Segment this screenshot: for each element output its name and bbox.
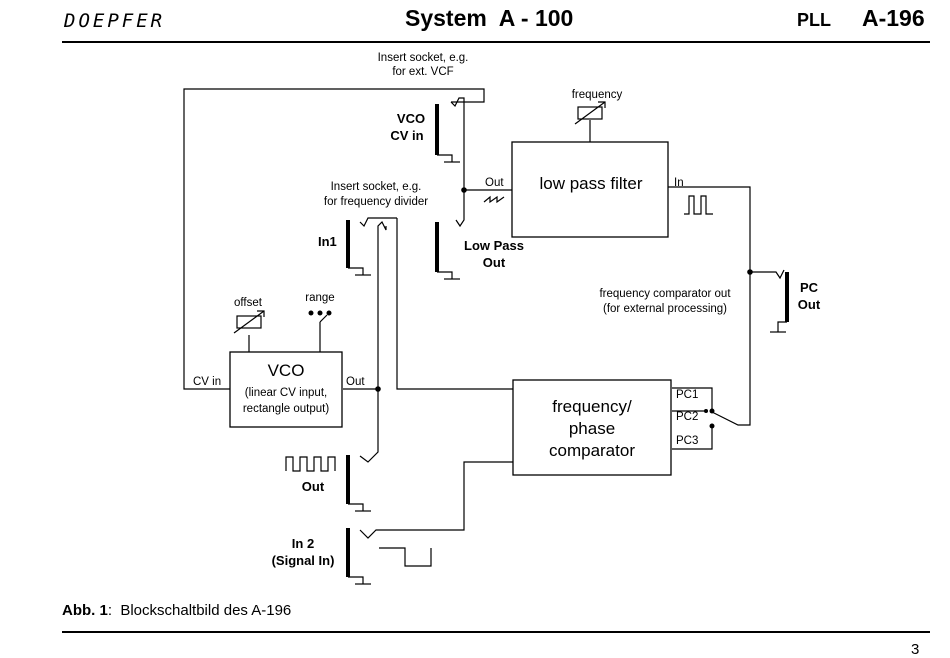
pc-selector: [704, 408, 715, 429]
insert-divider-line2: for frequency divider: [324, 196, 428, 208]
pc-out-label-1: PC: [800, 280, 819, 295]
page-subtitle: PLL: [797, 10, 831, 30]
wire-cv-feedback: [183, 88, 485, 390]
lpf-in-label: In: [674, 177, 684, 189]
low-pass-out-label-1: Low Pass: [464, 238, 524, 253]
pc-out-label-2: Out: [798, 297, 821, 312]
vco-cv-in-label-1: VCO: [397, 111, 425, 126]
insert-vcf-line2: for ext. VCF: [392, 66, 453, 78]
range-label: range: [305, 292, 334, 304]
lpf-block: [511, 141, 669, 238]
wire-pc3: [672, 428, 713, 450]
lpf-title: low pass filter: [540, 174, 643, 193]
in2-label-2: (Signal In): [272, 553, 335, 568]
wire-vco-insert: [377, 220, 387, 389]
frequency-pot-label: frequency: [572, 89, 623, 101]
offset-pot: [233, 310, 265, 334]
pc-out-jack: [770, 272, 789, 333]
jacks: [346, 104, 789, 585]
caption-text: : Blockschaltbild des A-196: [107, 602, 292, 619]
low-pass-out-jack: [435, 222, 460, 280]
model-number: A-196: [862, 5, 925, 31]
wire-lpf-in: [668, 186, 751, 272]
wire-pc-out: [750, 269, 785, 280]
in2-jack: [346, 528, 371, 585]
vco-cv-in-label-2: CV in: [390, 128, 423, 143]
frequency-pot: [574, 101, 606, 125]
sawtooth-wave: [483, 195, 505, 204]
offset-label: offset: [234, 297, 263, 309]
brand-logo: DOEPFER: [64, 10, 166, 32]
lpf-out-label: Out: [485, 177, 504, 189]
insert-divider-line1: Insert socket, e.g.: [331, 181, 422, 193]
header-rule: [62, 41, 930, 43]
out-label: Out: [302, 479, 325, 494]
range-switch: [308, 310, 332, 323]
vco-cv-in-port: CV in: [193, 376, 221, 388]
vco-sub-2: rectangle output): [243, 403, 329, 415]
in2-label-1: In 2: [292, 536, 314, 551]
wire-pc-switch: [711, 272, 751, 426]
wire-vco-comparator: [396, 218, 513, 390]
vco-block: [229, 351, 343, 428]
vco-cv-in-jack: [435, 104, 460, 163]
footer-rule: [62, 631, 930, 633]
vco-sub-1: (linear CV input,: [245, 387, 327, 399]
comp-out-note-2: (for external processing): [603, 303, 727, 315]
comp-out-note-1: frequency comparator out: [599, 288, 731, 300]
square-wave-in2: [379, 547, 432, 567]
waveforms: [285, 195, 713, 567]
low-pass-out-label-2: Out: [483, 255, 506, 270]
wire-in2: [359, 461, 513, 539]
page-number: 3: [911, 641, 920, 658]
comparator-title-2: phase: [569, 419, 615, 438]
wire-divider-top: [359, 217, 397, 228]
vco-out-jack: [346, 455, 371, 512]
comparator-block: [512, 379, 672, 476]
wire-pc1: [672, 387, 713, 410]
page-title: System A - 100: [405, 5, 574, 31]
comparator-title-3: comparator: [549, 441, 635, 460]
caption-label: Abb. 1: [62, 602, 108, 619]
insert-vcf-line1: Insert socket, e.g.: [378, 52, 469, 64]
vco-out-port: Out: [346, 376, 365, 388]
wire-lpf-lowpass: [455, 190, 465, 228]
pulse-wave-lpf: [684, 195, 713, 215]
wire-vco-outjack: [359, 389, 379, 463]
figure-caption: Abb. 1: Blockschaltbild des A-196: [62, 602, 291, 619]
pc3-label: PC3: [676, 435, 698, 447]
in1-jack: [346, 220, 371, 276]
wire-vco-cv-jack: [450, 97, 465, 190]
comparator-title-1: frequency/: [552, 397, 632, 416]
junction-dots: [375, 187, 753, 392]
wires: [183, 88, 785, 539]
in1-label: In1: [318, 234, 337, 249]
pc1-label: PC1: [676, 389, 698, 401]
pc2-label: PC2: [676, 411, 698, 423]
vco-title: VCO: [268, 361, 305, 380]
square-wave-out: [285, 456, 336, 472]
